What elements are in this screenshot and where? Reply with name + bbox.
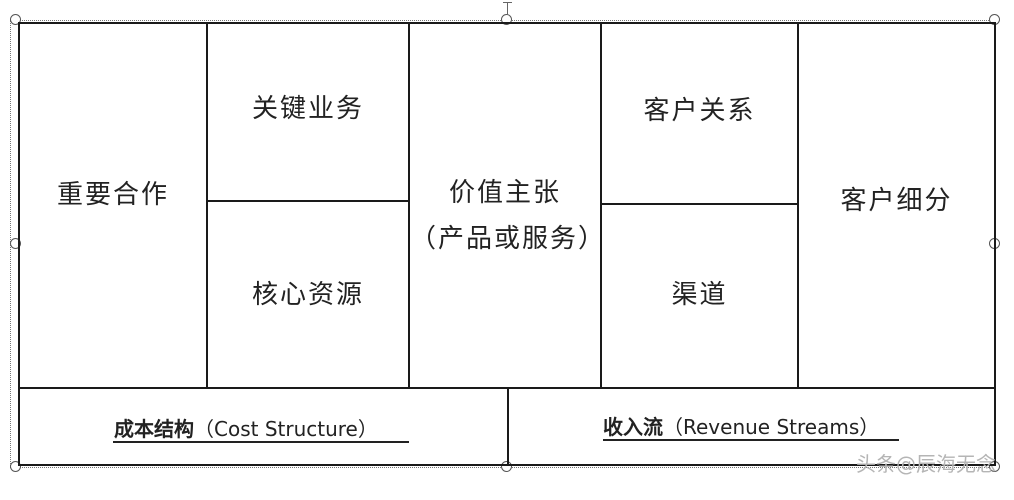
key-resources-label: 核心资源 — [251, 280, 364, 310]
channels-label: 渠道 — [671, 280, 728, 310]
cost-structure-underline — [113, 441, 409, 443]
grid-border-left — [18, 22, 20, 466]
cost-structure-en: （Cost Structure） — [194, 417, 378, 441]
resize-handle-top-left[interactable] — [10, 14, 21, 25]
key-partners-label: 重要合作 — [56, 180, 169, 210]
grid-divider-relationships-channels — [600, 203, 799, 205]
watermark: 头条@辰海无念 — [856, 452, 996, 476]
grid-divider-v3 — [600, 22, 602, 389]
grid-border-right — [994, 22, 996, 466]
revenue-streams-label: 收入流（Revenue Streams） — [603, 417, 879, 437]
resize-handle-middle-left[interactable] — [10, 238, 21, 249]
grid-divider-v1 — [206, 22, 208, 389]
rotate-handle-stem[interactable] — [507, 2, 508, 14]
grid-divider-v2 — [408, 22, 410, 389]
customer-relationships-label: 客户关系 — [643, 96, 756, 126]
value-proposition-label: 价值主张 — [448, 178, 561, 208]
cost-structure-cn: 成本结构 — [114, 417, 194, 441]
resize-handle-top-middle[interactable] — [501, 14, 512, 25]
resize-handle-bottom-left[interactable] — [10, 461, 21, 472]
grid-divider-footer-middle — [507, 387, 509, 466]
customer-segments-label: 客户细分 — [840, 186, 953, 216]
value-proposition-subtitle: （产品或服务） — [410, 224, 607, 254]
grid-divider-v4 — [797, 22, 799, 389]
resize-handle-bottom-middle[interactable] — [501, 461, 512, 472]
cost-structure-label: 成本结构（Cost Structure） — [114, 419, 378, 439]
revenue-streams-underline — [603, 439, 899, 441]
grid-divider-activities-resources — [206, 200, 410, 202]
key-activities-label: 关键业务 — [251, 94, 364, 124]
rotate-handle-cap[interactable] — [503, 2, 512, 3]
revenue-streams-cn: 收入流 — [603, 415, 663, 439]
revenue-streams-en: （Revenue Streams） — [663, 415, 880, 439]
grid-border-top — [18, 22, 996, 24]
